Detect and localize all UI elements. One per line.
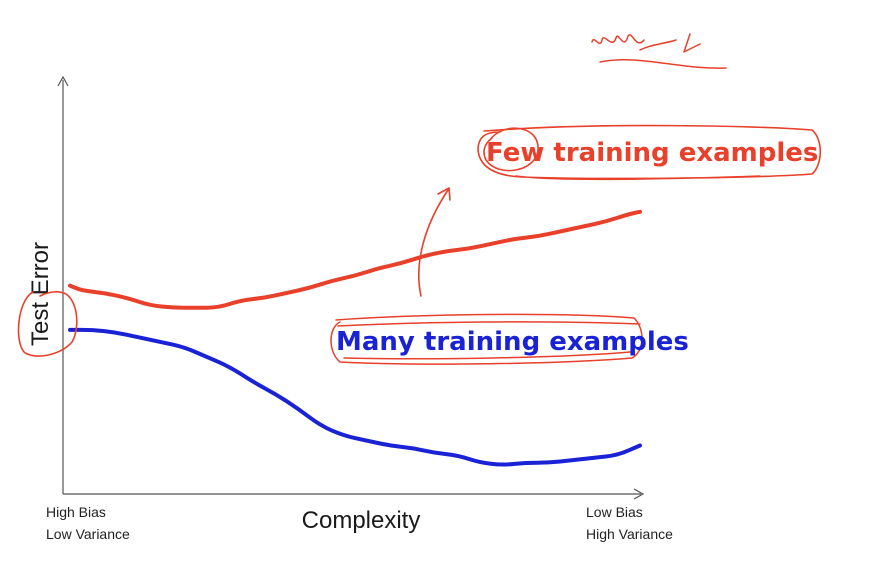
many-training-examples-label: Many training examples: [336, 327, 689, 357]
many-box-mark: [330, 313, 643, 365]
x-tick-left-line1: High Bias: [46, 504, 106, 520]
up-arrow-mark: [418, 187, 451, 297]
y-axis-title: Test Error: [27, 242, 54, 346]
x-axis-arrowhead: [633, 488, 645, 500]
scribble-mark: [591, 33, 727, 69]
ylabel-circle-mark: [17, 291, 78, 357]
few-training-examples-label: Few training examples: [486, 138, 818, 168]
x-tick-right-line1: Low Bias: [586, 504, 643, 520]
series-line-few: [68, 209, 642, 310]
axes: [57, 75, 645, 500]
few-box-mark: [477, 124, 822, 180]
series-line-many: [68, 327, 642, 467]
x-axis-title: Complexity: [302, 507, 421, 534]
x-tick-left-line2: Low Variance: [46, 526, 130, 542]
series-layer: [68, 209, 642, 467]
few-word-circle-mark: [483, 127, 539, 172]
y-axis-arrowhead: [57, 75, 69, 87]
x-tick-right-line2: High Variance: [586, 526, 673, 542]
pen-markings: [17, 33, 822, 365]
